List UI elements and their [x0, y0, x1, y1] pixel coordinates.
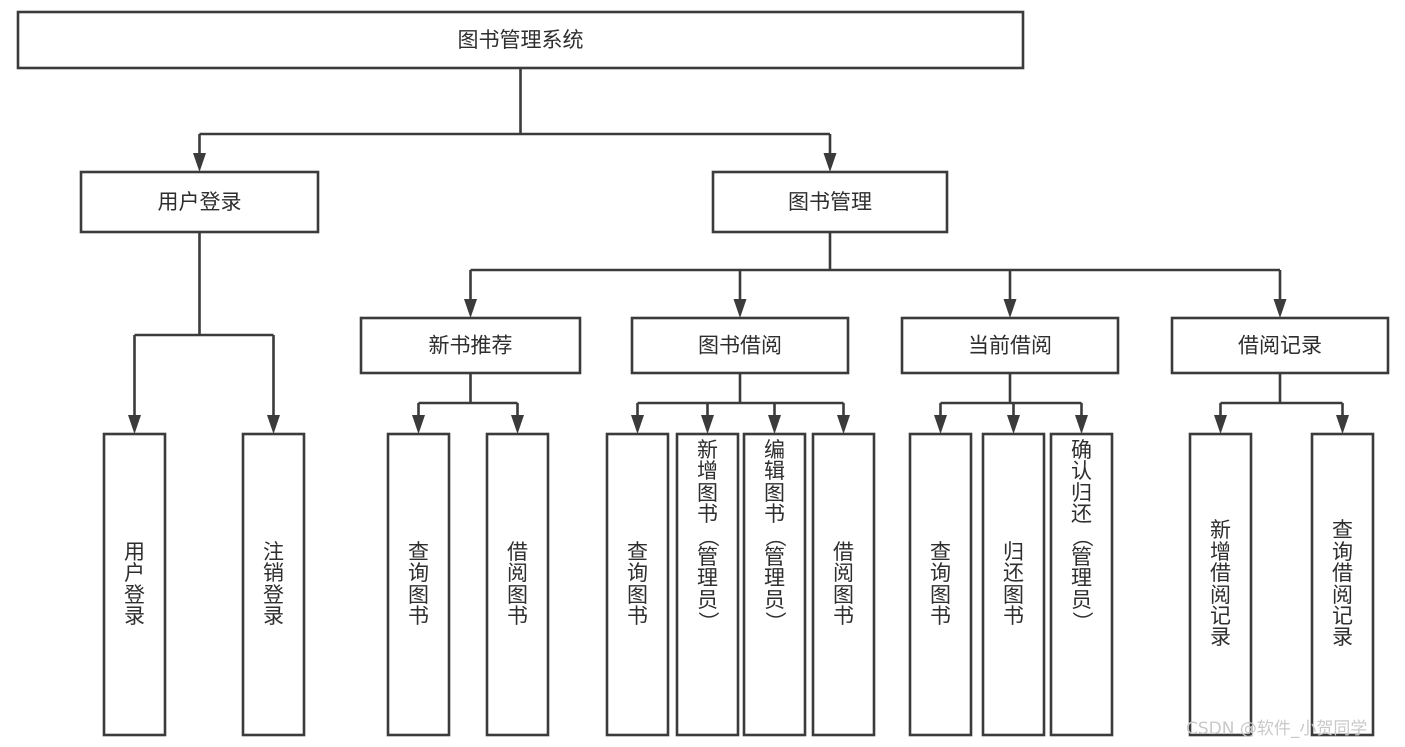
node-box-leaf-add-book[interactable] — [675, 432, 740, 737]
node-label-new-book-recommend: 新书推荐 — [429, 334, 513, 358]
node-box-leaf-confirm-return[interactable] — [1049, 432, 1114, 737]
node-label-root: 图书管理系统 — [458, 28, 584, 52]
node-box-leaf-query-book-2[interactable] — [605, 432, 670, 737]
connector-from-borrow-record — [1214, 373, 1349, 434]
node-box-leaf-edit-book[interactable] — [742, 432, 807, 737]
node-box-book-borrow[interactable] — [630, 316, 850, 375]
node-box-borrow-record[interactable] — [1170, 316, 1390, 375]
connector-from-new-book-recommend — [412, 373, 524, 434]
connectors-layer — [128, 68, 1349, 434]
node-box-user-login[interactable] — [79, 170, 320, 234]
node-label-borrow-record: 借阅记录 — [1238, 334, 1322, 358]
node-label-current-borrow: 当前借阅 — [968, 334, 1052, 358]
node-box-leaf-query-book-3[interactable] — [908, 432, 973, 737]
node-box-book-management[interactable] — [711, 170, 949, 234]
connector-from-book-borrow — [631, 373, 850, 434]
node-box-current-borrow[interactable] — [900, 316, 1120, 375]
node-box-leaf-query-record[interactable] — [1310, 432, 1375, 737]
node-box-leaf-return-book[interactable] — [981, 432, 1046, 737]
node-label-book-management: 图书管理 — [788, 190, 872, 214]
node-label-book-borrow: 图书借阅 — [698, 334, 782, 358]
connector-from-book-management — [464, 232, 1287, 318]
node-label-user-login: 用户登录 — [158, 190, 242, 214]
node-box-new-book-recommend[interactable] — [359, 316, 582, 375]
connector-from-current-borrow — [934, 373, 1088, 434]
connector-from-root — [193, 68, 837, 172]
node-box-leaf-borrow-book-1[interactable] — [485, 432, 550, 737]
connector-from-user-login — [128, 232, 280, 434]
boxes-layer — [16, 10, 1390, 737]
node-box-leaf-user-login[interactable] — [102, 432, 167, 737]
node-box-leaf-add-record[interactable] — [1188, 432, 1253, 737]
node-box-leaf-borrow-book-2[interactable] — [811, 432, 876, 737]
node-box-leaf-query-book-1[interactable] — [386, 432, 451, 737]
watermark-text: CSDN @软件_小贺同学 — [1186, 719, 1368, 739]
node-box-root[interactable] — [16, 10, 1025, 70]
node-box-leaf-user-logout[interactable] — [241, 432, 306, 737]
